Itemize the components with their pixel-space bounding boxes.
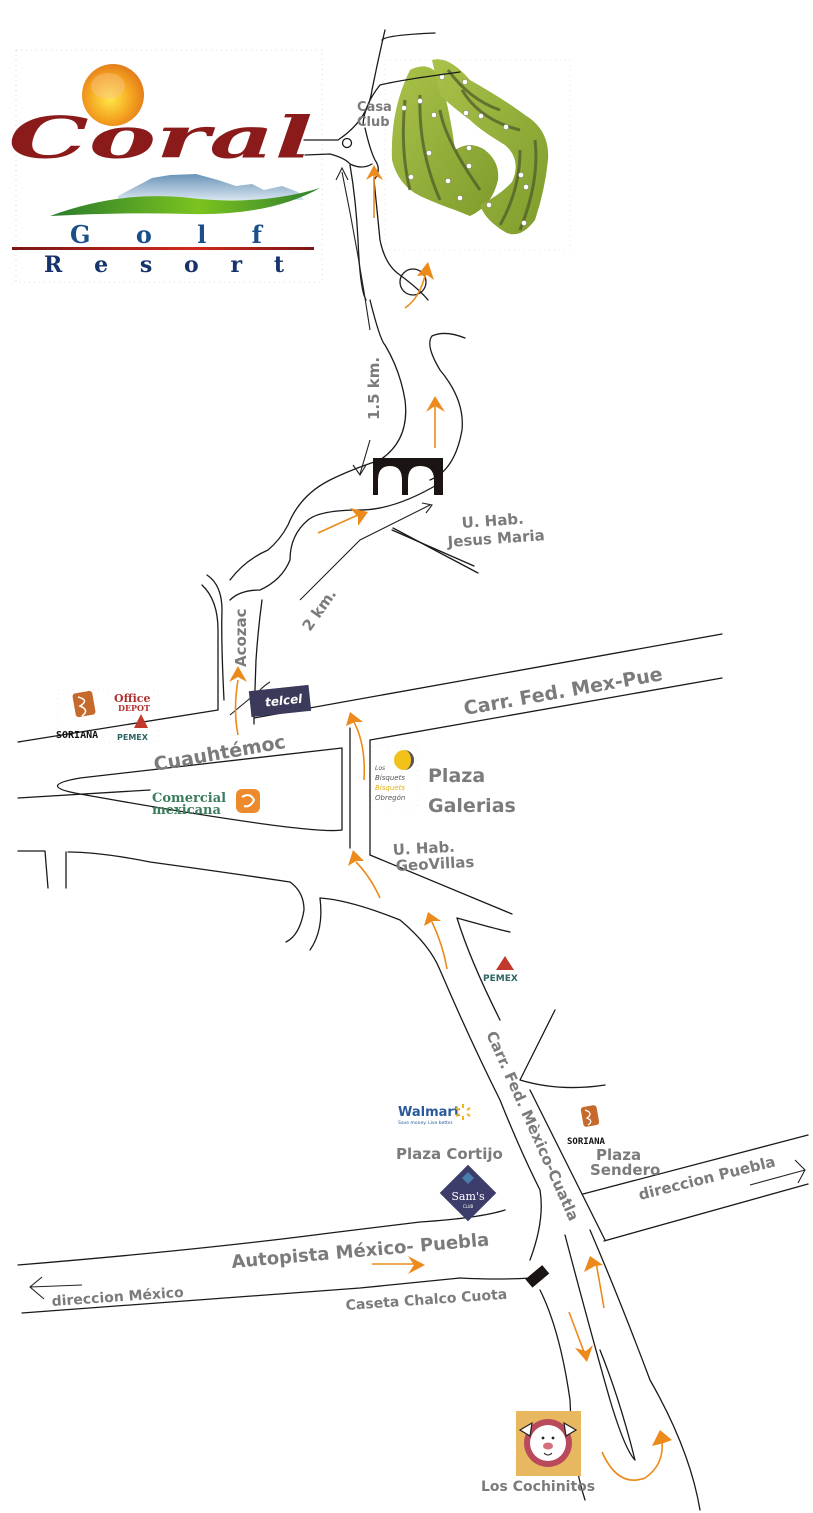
route-arrow [568,1311,593,1362]
label-geovillas-2: GeoVillas [395,853,475,875]
svg-text:Obregón: Obregón [375,794,405,802]
soriana-logo-2: SORIANA [567,1105,606,1147]
logo-golf: Golf [70,220,264,249]
svg-text:Office: Office [114,692,151,705]
bisquets-obregon-logo: Los Bisquets Bisquets Obregón [371,745,419,809]
route-arrows [229,165,672,1481]
hill-swoosh [50,188,320,216]
pemex-icon [134,714,148,728]
label-jesus-maria-1: U. Hab. [461,510,524,532]
svg-text:SORIANA: SORIANA [567,1137,606,1147]
label-carr-mex-pue: Carr. Fed. Mex-Pue [462,663,664,720]
svg-text:DEPOT: DEPOT [118,703,150,713]
label-autopista: Autopista México- Puebla [231,1230,490,1273]
svg-text:Save money. Live better.: Save money. Live better. [398,1120,454,1126]
route-arrow [372,1256,425,1274]
label-2-km: 2 km. [299,585,341,634]
svg-text:Bisquets: Bisquets [375,784,405,792]
label-jesus-maria-2: Jesus Maria [446,526,545,551]
logo-brand: Coral [8,104,312,171]
sun-icon [82,64,144,126]
comercial-mexicana-logo: Comercial mexicana [152,789,260,818]
svg-text:Walmart: Walmart [398,1105,460,1120]
label-caseta-chalco: Caseta Chalco Cuota [345,1287,508,1314]
label-geovillas-1: U. Hab. [392,838,455,859]
roads [17,29,809,1511]
route-arrow [317,508,368,534]
logo-frame [15,49,323,283]
svg-text:PEMEX: PEMEX [117,733,149,742]
label-plaza-galerias-1: Plaza [428,765,485,787]
svg-text:SORIANA: SORIANA [56,730,98,741]
pemex-icon [496,956,514,970]
svg-text:Los: Los [375,765,385,772]
route-arrow [346,712,366,781]
route-arrow [584,1256,605,1309]
label-plaza-sendero-1: Plaza [596,1146,641,1164]
pig-ear-icon [563,1421,578,1437]
route-arrow [426,396,445,448]
route-arrow [348,850,381,899]
label-1-5-km: 1.5 km. [365,357,383,420]
sams-club-logo: Sam's CLUB [439,1164,497,1222]
arrow-left-icon [29,1276,83,1300]
label-plaza-cortijo: Plaza Cortijo [396,1145,503,1163]
label-acozac: Acozac [232,608,250,667]
walmart-spark-icon [455,1104,471,1120]
svg-text:CLUB: CLUB [463,1204,474,1209]
pelican-icon [236,789,260,813]
svg-text:Sam's: Sam's [451,1190,485,1203]
office-depot-logo: Office DEPOT [114,692,151,713]
golf-course-map [384,59,571,251]
svg-text:Bisquets: Bisquets [375,774,405,782]
logo-resort: Resort [44,252,285,278]
svg-text:telcel: telcel [264,692,303,710]
label-plaza-galerias-2: Galerias [428,795,516,817]
map-labels: Casa Club 1.5 km. U. Hab. Jesus Maria 2 … [29,100,806,1495]
pemex-logo-2: PEMEX [483,956,518,984]
coral-golf-resort-logo: Coral Golf Resort [8,49,323,283]
label-los-cochinitos: Los Cochinitos [481,1479,595,1495]
label-cuauhtemoc: Cuauhtémoc [152,731,287,776]
route-arrow [601,1430,672,1481]
svg-text:PEMEX: PEMEX [483,974,518,984]
route-arrow [424,912,448,970]
bridge-icon [373,458,443,495]
pig-ear-icon [518,1421,533,1437]
mountain-icon [118,174,304,200]
route-arrow [229,666,247,736]
telcel-logo: telcel [248,684,312,718]
los-cochinitos-logo [516,1411,581,1476]
pemex-logo: PEMEX [117,714,149,742]
label-carr-mex-cuatla: Carr. Fed. Mèxico-Cuatla [482,1028,582,1223]
toll-booth-icon [525,1265,550,1288]
label-casa-club-2: Club [357,115,390,130]
route-arrow [404,262,434,309]
svg-text:mexicana: mexicana [152,803,222,818]
logo-rule [12,247,314,250]
distance-markers [229,166,433,716]
soriana-logo: SORIANA [56,689,159,743]
route-arrow [366,165,383,218]
svg-text:Comercial: Comercial [152,791,226,806]
walmart-logo: Walmart Save money. Live better. [398,1104,471,1126]
label-casa-club-1: Casa [357,100,392,115]
pig-snout-icon [543,1442,553,1450]
arrow-right-icon [749,1159,806,1186]
label-plaza-sendero-2: Sendero [590,1161,660,1179]
